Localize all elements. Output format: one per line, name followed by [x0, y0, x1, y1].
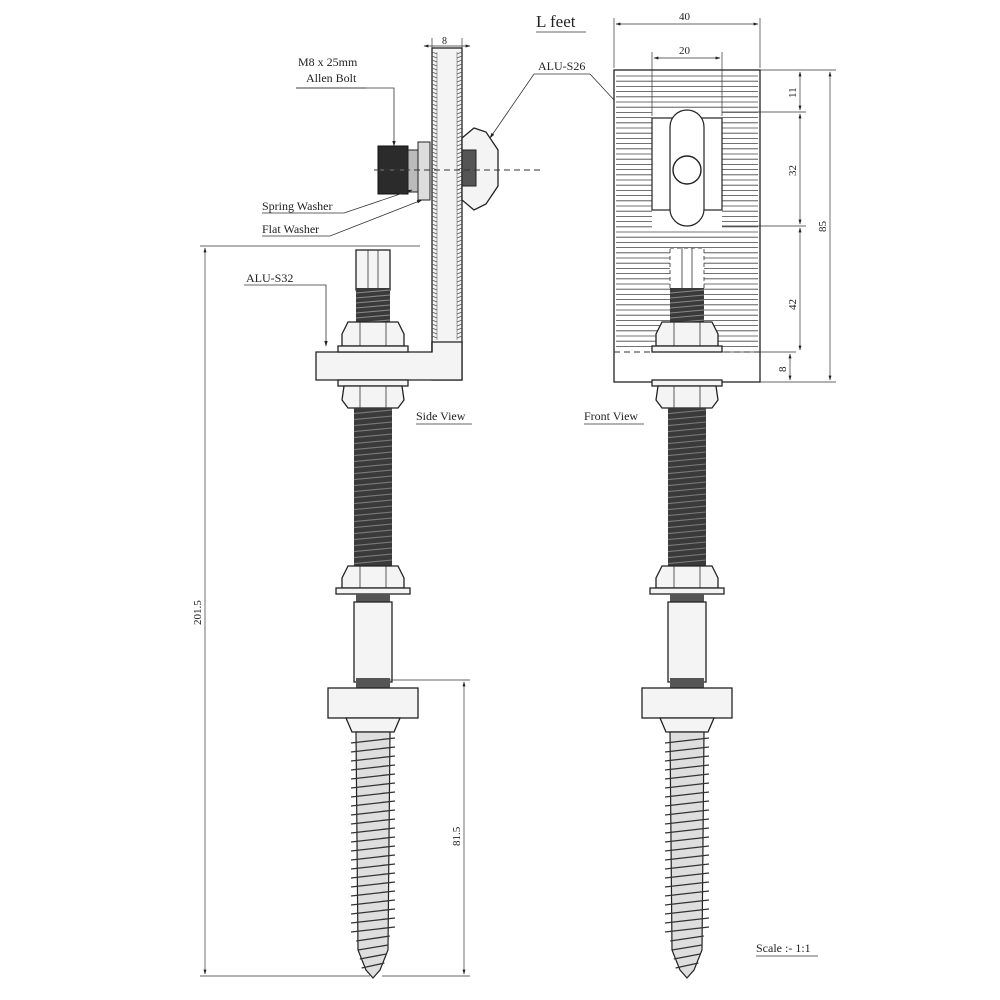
- smooth-shank: [353, 601, 393, 683]
- screw-thread-lines: [350, 737, 396, 969]
- label-side-view: Side View: [416, 409, 466, 423]
- dim-screw-length: 81.5: [451, 826, 463, 846]
- dim-32: 32: [787, 165, 799, 176]
- flat-washer: [417, 141, 431, 201]
- front-screw-thread-lines: [664, 737, 710, 969]
- dim-slot-width: 20: [679, 45, 691, 57]
- label-scale: Scale :- 1:1: [756, 941, 811, 955]
- bolt-hole: [672, 155, 702, 185]
- front-bottom-nut: [655, 565, 719, 589]
- label-flat-washer: Flat Washer: [262, 222, 319, 236]
- label-spring-washer: Spring Washer: [262, 199, 332, 213]
- label-allen-bolt: Allen Bolt: [306, 71, 357, 85]
- label-front-view: Front View: [584, 409, 638, 423]
- front-shank: [667, 601, 707, 683]
- drawing-title: L feet: [536, 12, 576, 31]
- dim-11: 11: [787, 87, 799, 98]
- front-rod-thread-lines: [667, 409, 707, 565]
- front-lower-nut: [655, 385, 719, 409]
- dim-top-width: 40: [679, 11, 691, 23]
- front-sealing-washer: [641, 687, 733, 719]
- label-bolt-size: M8 x 25mm: [298, 55, 358, 69]
- dim-8: 8: [777, 366, 789, 372]
- lower-nut: [341, 385, 405, 409]
- front-upper-nut: [655, 321, 719, 347]
- dim-42: 42: [787, 299, 799, 310]
- spring-washer: [407, 149, 419, 193]
- label-alu-s26: ALU-S26: [538, 59, 585, 73]
- side-view: 8 201.5 81.5 M8 x 25mm Allen Bolt Spring…: [192, 36, 540, 979]
- upper-flange-nut: [341, 321, 405, 347]
- front-view: 40 20 11 32 42 8 85 Front View: [584, 11, 836, 979]
- label-alu-s32: ALU-S32: [246, 271, 293, 285]
- bracket-serrations: [431, 51, 463, 340]
- rod-top-stub: [355, 249, 391, 291]
- bottom-flange-nut: [341, 565, 405, 589]
- dim-overall-length: 201.5: [192, 600, 204, 625]
- dim-side-thickness: 8: [442, 36, 447, 47]
- dim-85: 85: [817, 221, 829, 233]
- alu-s26-clamp: [461, 127, 499, 211]
- rod-thread-lines: [353, 409, 393, 565]
- sealing-washer: [327, 687, 419, 719]
